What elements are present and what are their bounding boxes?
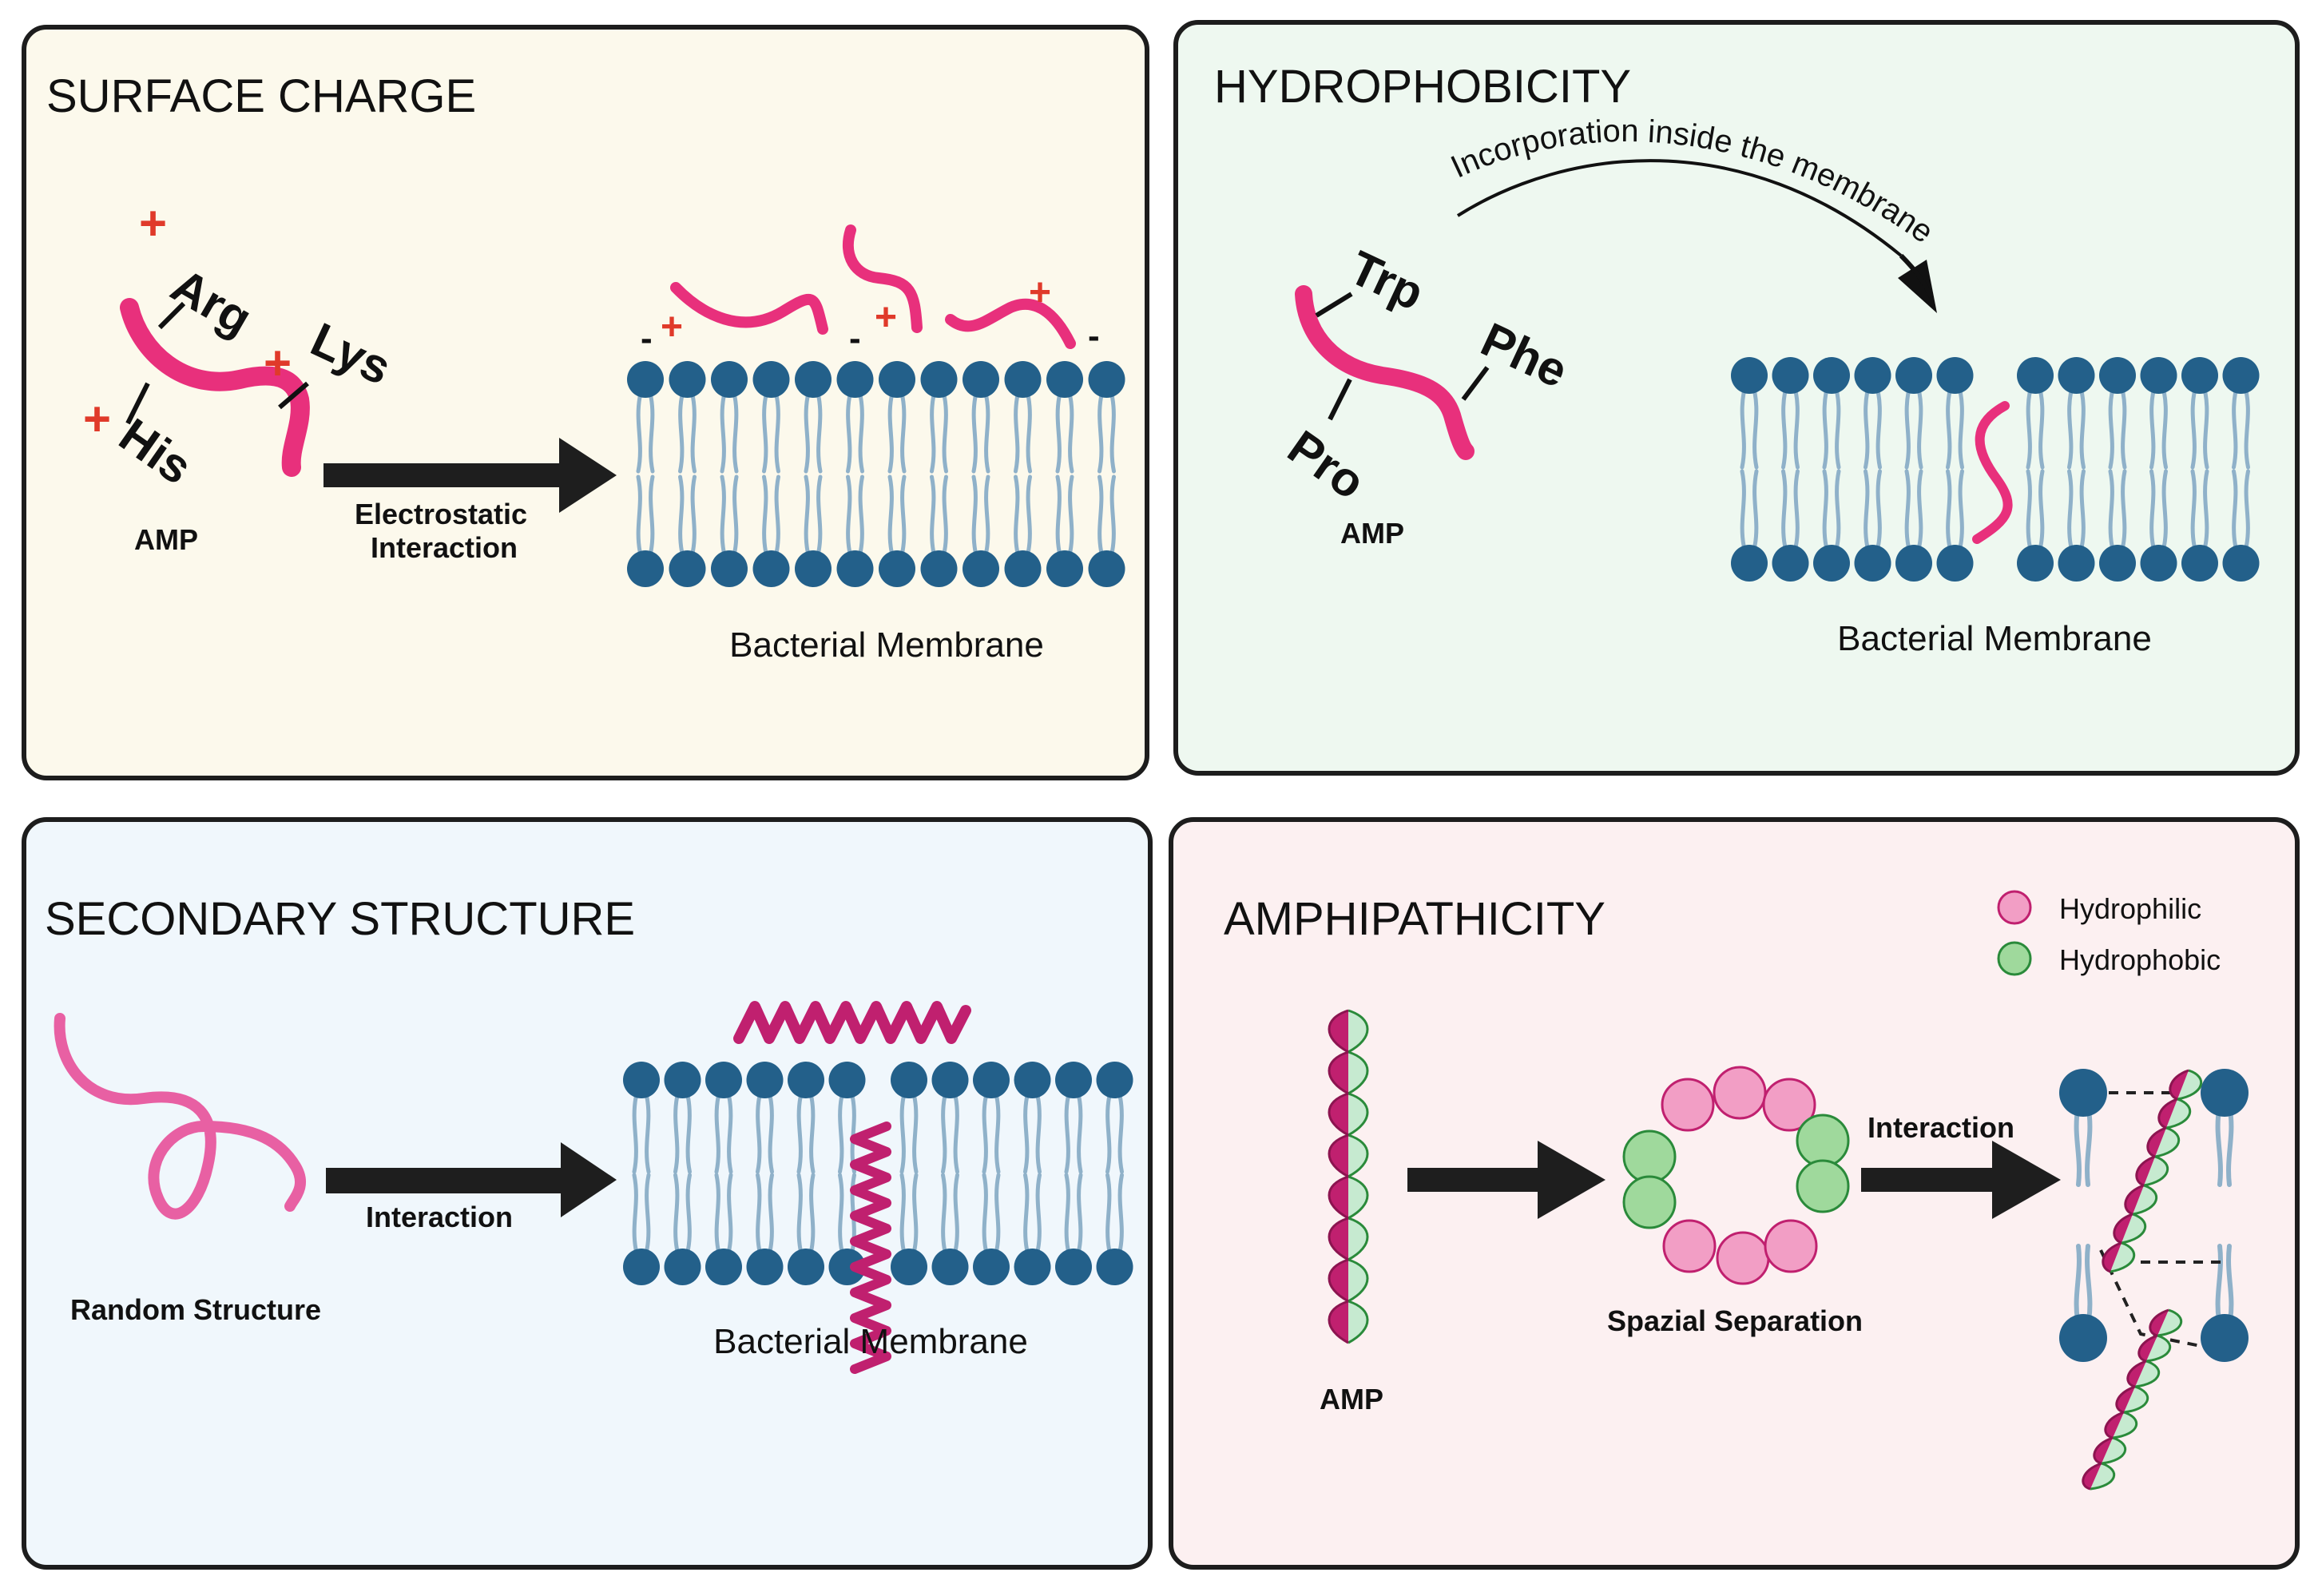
hydrophilic-residue xyxy=(1661,1078,1715,1132)
panel-title: SURFACE CHARGE xyxy=(46,70,476,122)
charge-plus-sign: + xyxy=(83,392,111,446)
helical-wheel xyxy=(1622,1066,1850,1285)
charge-plus-sign: + xyxy=(875,296,897,339)
pore-diagram xyxy=(2059,1069,2249,1491)
charge-plus-sign: + xyxy=(264,336,292,390)
panel-title: HYDROPHOBICITY xyxy=(1214,61,1631,113)
legend-swatch-hydrophilic xyxy=(1997,890,2032,925)
arrow-label: Interaction xyxy=(366,1201,513,1233)
right-arrow xyxy=(1407,1141,1606,1219)
curved-arrow xyxy=(1456,159,1937,313)
amp-label: AMP xyxy=(1340,517,1404,550)
panel-amphipathicity: AMPHIPATHICITY Hydrophilic Hydrophobic A… xyxy=(1169,817,2300,1570)
charge-plus-sign: + xyxy=(1029,272,1051,314)
random-structure-label: Random Structure xyxy=(70,1293,321,1326)
hydrophilic-residue xyxy=(1762,1078,1816,1132)
separation-label: Spazial Separation xyxy=(1607,1304,1863,1337)
amp-label: AMP xyxy=(134,523,198,556)
charge-minus-sign: - xyxy=(641,319,653,358)
hydrophobic-residue xyxy=(1622,1130,1677,1184)
legend-swatch-hydrophobic xyxy=(1997,941,2032,976)
panel-frame xyxy=(22,25,1149,780)
arrow-label-line1: Electrostatic xyxy=(355,498,527,530)
amphipathic-helix xyxy=(1328,1009,1369,1344)
hydrophilic-residue xyxy=(1662,1219,1717,1273)
inserted-helix xyxy=(850,1122,891,1374)
surface-helix xyxy=(733,1001,971,1044)
panel-hydrophobicity: HYDROPHOBICITY Trp Phe Pro AMP Incorpora… xyxy=(1173,20,2300,776)
hydrophobic-residue xyxy=(1796,1114,1850,1168)
charge-minus-sign: - xyxy=(849,319,861,358)
charge-minus-sign: - xyxy=(1088,316,1100,355)
hydrophilic-residue xyxy=(1716,1231,1770,1285)
charge-plus-sign: + xyxy=(139,197,167,250)
membrane-label: Bacterial Membrane xyxy=(713,1322,1028,1361)
panel-frame xyxy=(1173,20,2300,776)
panel-frame xyxy=(1169,817,2300,1570)
hydrophilic-residue xyxy=(1764,1219,1818,1273)
inserted-peptide xyxy=(1972,401,2013,544)
legend: Hydrophilic Hydrophobic xyxy=(1997,890,2221,976)
hydrophobic-residue xyxy=(1622,1175,1677,1229)
amp-label: AMP xyxy=(1320,1383,1383,1415)
legend-label-hydrophobic: Hydrophobic xyxy=(2059,943,2221,976)
panel-title: AMPHIPATHICITY xyxy=(1224,893,1606,945)
right-arrow xyxy=(323,438,617,513)
charge-plus-sign: + xyxy=(661,306,683,348)
right-arrow xyxy=(1861,1141,2061,1219)
legend-label-hydrophilic: Hydrophilic xyxy=(2059,892,2201,925)
panel-title: SECONDARY STRUCTURE xyxy=(45,893,635,945)
arrow-label-line2: Interaction xyxy=(371,531,518,564)
hydrophobic-residue xyxy=(1796,1159,1850,1213)
panel-secondary-structure: SECONDARY STRUCTURE Random Structure Int… xyxy=(22,817,1153,1570)
random-coil-peptide xyxy=(54,1013,306,1220)
panel-surface-charge: SURFACE CHARGE Arg Lys His + + + AMP Ele… xyxy=(22,25,1149,780)
right-arrow xyxy=(326,1142,617,1217)
hydrophilic-residue xyxy=(1713,1066,1767,1120)
arrow-label: Interaction xyxy=(1867,1111,2014,1144)
membrane-bound-peptides: - - - + + + xyxy=(641,224,1100,358)
membrane-label: Bacterial Membrane xyxy=(729,625,1044,665)
membrane-label: Bacterial Membrane xyxy=(1837,619,2152,658)
